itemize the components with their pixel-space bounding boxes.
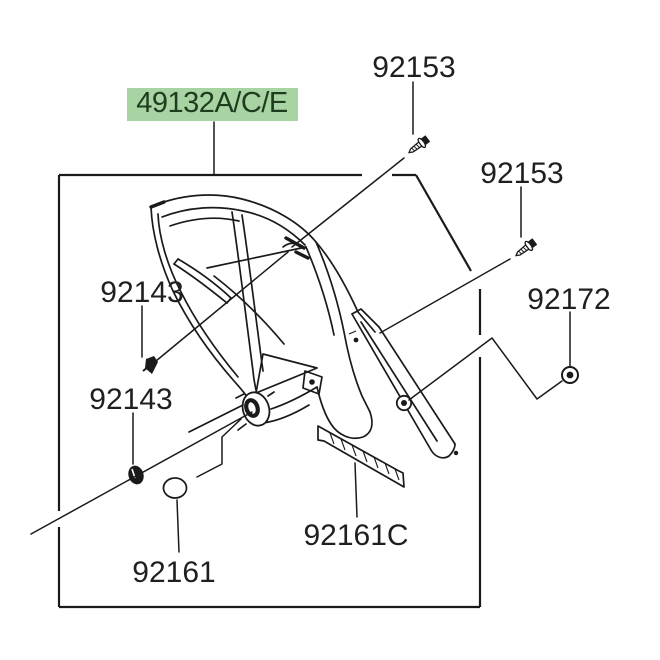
leader-pad-zigzag bbox=[196, 418, 242, 478]
screw-icon-right bbox=[512, 236, 539, 261]
part-label-92161C: 92161C bbox=[303, 519, 408, 552]
leader-wellnut-zigzag bbox=[408, 337, 563, 401]
part-label-92143-lower: 92143 bbox=[89, 383, 172, 416]
part-label-49132: 49132A/C/E bbox=[136, 87, 288, 119]
fender-part bbox=[149, 194, 376, 440]
highlighted-label-background bbox=[127, 88, 298, 121]
pad-icon bbox=[162, 477, 188, 499]
grommet-icon-lower bbox=[128, 465, 144, 485]
leader-lines bbox=[30, 81, 571, 553]
leader-strip-vert bbox=[354, 462, 358, 518]
leader-screw-top-diag bbox=[291, 157, 405, 248]
leader-rivet-upper-diag bbox=[155, 251, 289, 362]
mounting-stay bbox=[348, 308, 459, 459]
rivet-icon-upper bbox=[142, 356, 158, 374]
part-label-92172: 92172 bbox=[527, 283, 610, 316]
part-label-92143-upper: 92143 bbox=[100, 276, 183, 309]
trim-strip bbox=[317, 425, 405, 488]
part-label-92153-top: 92153 bbox=[372, 51, 455, 84]
screw-icon-top bbox=[405, 133, 432, 158]
leader-screw-right-diag bbox=[379, 258, 511, 334]
leader-grommet-axis bbox=[30, 411, 253, 535]
diagram-frame bbox=[57, 173, 482, 609]
leader-pad-vert bbox=[176, 499, 180, 553]
wellnut-icon bbox=[561, 366, 579, 384]
part-label-92153-right: 92153 bbox=[480, 157, 563, 190]
part-label-92161: 92161 bbox=[132, 556, 215, 589]
